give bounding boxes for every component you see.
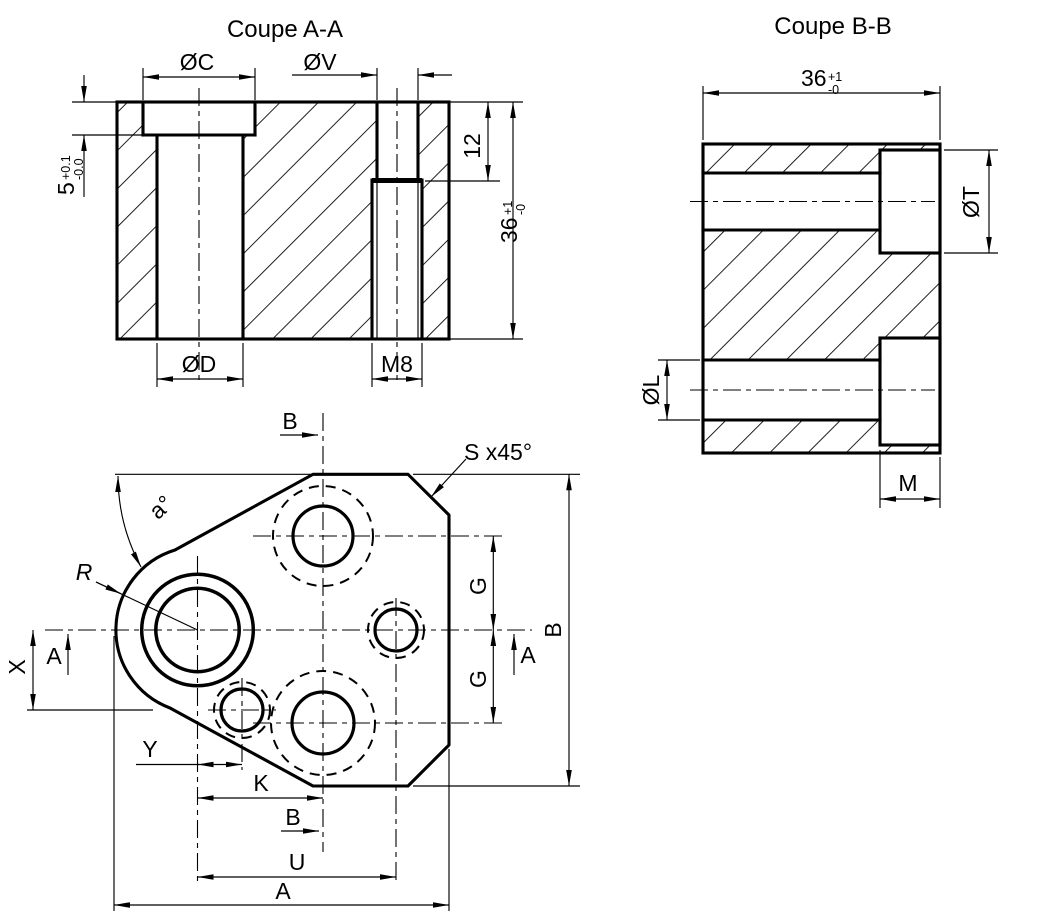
section-bb-centerlines: [690, 200, 935, 391]
top-hole-counterbore-circle: [272, 485, 374, 587]
dim-label-height: 36+1-0: [496, 201, 528, 243]
section-aa-dimensions: ØC ØV 5+0.1-0.0 12: [53, 49, 528, 387]
dim-label-lower-hole-dia: ØL: [638, 374, 664, 405]
dim-label-x: X: [4, 659, 30, 674]
section-bb-outline: [701, 142, 942, 455]
dim-label-u: U: [289, 849, 306, 875]
dim-label-counterbore-dia: ØC: [180, 49, 215, 75]
svg-text:G: G: [465, 577, 491, 595]
section-a-label-right: A: [520, 642, 536, 668]
section-aa-geometry: [115, 100, 451, 341]
svg-text:5+0.1-0.0: 5+0.1-0.0: [53, 155, 86, 195]
dim-label-g-upper: G: [465, 577, 491, 595]
svg-text:12: 12: [459, 133, 485, 159]
chamfer-label: S x45°: [464, 439, 532, 465]
svg-text:36+1-0: 36+1-0: [496, 201, 528, 243]
svg-text:X: X: [4, 659, 30, 674]
section-bb-title: Coupe B-B: [774, 13, 891, 40]
svg-text:ØL: ØL: [638, 374, 664, 405]
section-bb-dimensions: 36+1-0 ØT ØL M: [638, 65, 998, 508]
section-bb-geometry: [701, 142, 942, 455]
section-aa-centerlines: [198, 88, 398, 383]
through-hole-cavity: [157, 135, 243, 339]
radius-label: R: [76, 559, 93, 585]
section-aa-view: Coupe A-A: [53, 16, 528, 387]
part-outline: [114, 472, 451, 788]
lower-counterbore-cavity: [880, 338, 940, 445]
dim-label-thread-depth: 12: [459, 133, 485, 159]
svg-text:ØT: ØT: [958, 186, 984, 218]
dim-label-g-lower: G: [465, 670, 491, 688]
dim-label-thread: M8: [381, 351, 413, 377]
dim-label-upper-cbore-dia: ØT: [958, 186, 984, 218]
section-b-label-top: B: [282, 408, 297, 434]
section-aa-outline: [115, 100, 451, 341]
dim-label-hole-dia: ØD: [182, 351, 217, 377]
dim-label-a-width: A: [275, 878, 291, 904]
dim-label-cbore-depth-m: M: [898, 470, 917, 496]
section-b-label-bottom: B: [285, 804, 300, 830]
plan-view: B B A A S x45° a° R: [4, 408, 580, 911]
plan-section-arrows: B B A A: [46, 408, 536, 834]
dim-label-b-height: B: [540, 622, 566, 637]
dim-label-width: 36+1-0: [801, 65, 842, 97]
dim-label-cbore-depth: 5+0.1-0.0: [53, 155, 86, 195]
chamfer-leader: [430, 458, 467, 498]
plan-outline-group: [114, 472, 451, 788]
section-a-label-left: A: [46, 643, 62, 669]
svg-text:36+1-0: 36+1-0: [801, 65, 842, 97]
svg-text:B: B: [540, 622, 566, 637]
section-bb-view: Coupe B-B 36+1-0: [638, 13, 998, 508]
section-aa-title: Coupe A-A: [227, 16, 343, 43]
dim-label-k: K: [253, 770, 269, 796]
plan-centerlines: [45, 413, 532, 882]
svg-text:G: G: [465, 670, 491, 688]
dim-label-pilot-dia: ØV: [303, 49, 337, 75]
dim-label-y: Y: [142, 736, 157, 762]
plan-dimensions: X Y K U A G G: [4, 473, 580, 911]
angle-arc: [115, 475, 142, 568]
